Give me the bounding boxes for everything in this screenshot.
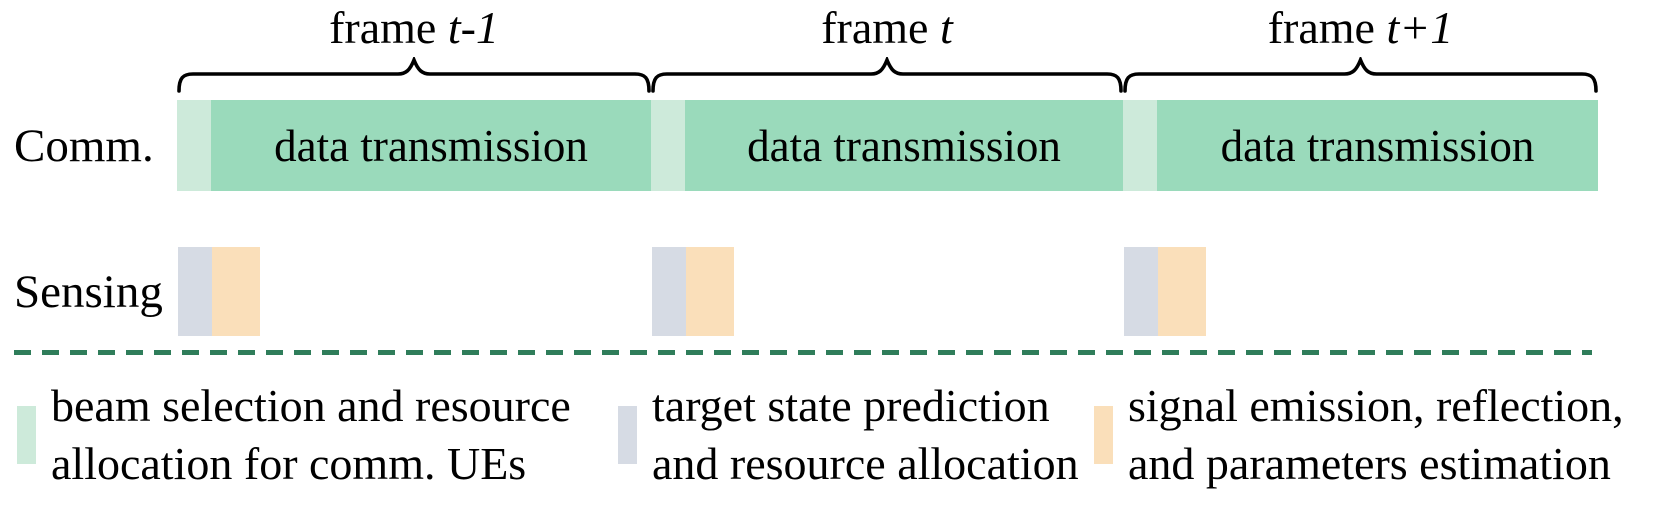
target-prediction-block bbox=[652, 247, 686, 336]
frame-brace-icon bbox=[177, 57, 651, 93]
legend-item-beam-selection: beam selection and resource allocation f… bbox=[17, 377, 571, 493]
legend-text: signal emission, reflection, and paramet… bbox=[1128, 377, 1624, 493]
sensing-slot bbox=[652, 247, 734, 336]
signal-emission-block bbox=[1158, 247, 1206, 336]
data-transmission-bar: data transmission bbox=[685, 100, 1123, 191]
sensing-slot bbox=[178, 247, 260, 336]
data-transmission-label: data transmission bbox=[747, 120, 1061, 171]
data-transmission-label: data transmission bbox=[1220, 120, 1535, 171]
divider-dashed-line bbox=[14, 350, 1592, 355]
frame-index: t+1 bbox=[1386, 2, 1454, 53]
legend-text: target state prediction and resource all… bbox=[652, 377, 1079, 493]
beam-selection-segment bbox=[651, 100, 685, 191]
frame-t-plus-1: frame t+1 data transmission bbox=[1123, 0, 1598, 512]
legend-item-target-prediction: target state prediction and resource all… bbox=[618, 377, 1079, 493]
comm-frame-bar: data transmission bbox=[1123, 100, 1598, 191]
frame-index: t-1 bbox=[447, 2, 499, 53]
frame-label: frame t+1 bbox=[1123, 2, 1598, 54]
comm-frame-bar: data transmission bbox=[651, 100, 1123, 191]
frame-label: frame t bbox=[651, 2, 1123, 54]
sensing-slot bbox=[1124, 247, 1206, 336]
legend-line: allocation for comm. UEs bbox=[51, 438, 527, 489]
legend-line: and resource allocation bbox=[652, 438, 1079, 489]
comm-frame-bar: data transmission bbox=[177, 100, 651, 191]
frame-t: frame t data transmission bbox=[651, 0, 1123, 512]
legend-item-signal-emission: signal emission, reflection, and paramet… bbox=[1094, 377, 1624, 493]
legend-line: beam selection and resource bbox=[51, 380, 571, 431]
frame-label: frame t-1 bbox=[177, 2, 651, 54]
beam-selection-swatch bbox=[17, 406, 36, 464]
legend-line: target state prediction bbox=[652, 380, 1050, 431]
frame-label-prefix: frame bbox=[821, 2, 940, 53]
legend-text: beam selection and resource allocation f… bbox=[51, 377, 571, 493]
target-prediction-block bbox=[1124, 247, 1158, 336]
data-transmission-label: data transmission bbox=[274, 120, 588, 171]
signal-emission-swatch bbox=[1094, 406, 1113, 464]
signal-emission-block bbox=[212, 247, 260, 336]
frame-label-prefix: frame bbox=[1267, 2, 1387, 53]
beam-selection-segment bbox=[1123, 100, 1157, 191]
target-prediction-swatch bbox=[618, 406, 637, 464]
data-transmission-bar: data transmission bbox=[211, 100, 651, 191]
frame-label-prefix: frame bbox=[329, 2, 448, 53]
frame-t-1: frame t-1 data transmission bbox=[177, 0, 651, 512]
frame-index: t bbox=[939, 2, 953, 53]
frame-brace-icon bbox=[1123, 57, 1598, 93]
legend-line: and parameters estimation bbox=[1128, 438, 1611, 489]
data-transmission-bar: data transmission bbox=[1157, 100, 1598, 191]
beam-selection-segment bbox=[177, 100, 211, 191]
comm-row-label: Comm. bbox=[14, 119, 154, 172]
frame-brace-icon bbox=[651, 57, 1123, 93]
target-prediction-block bbox=[178, 247, 212, 336]
sensing-row-label: Sensing bbox=[14, 265, 163, 318]
legend-line: signal emission, reflection, bbox=[1128, 380, 1624, 431]
signal-emission-block bbox=[686, 247, 734, 336]
